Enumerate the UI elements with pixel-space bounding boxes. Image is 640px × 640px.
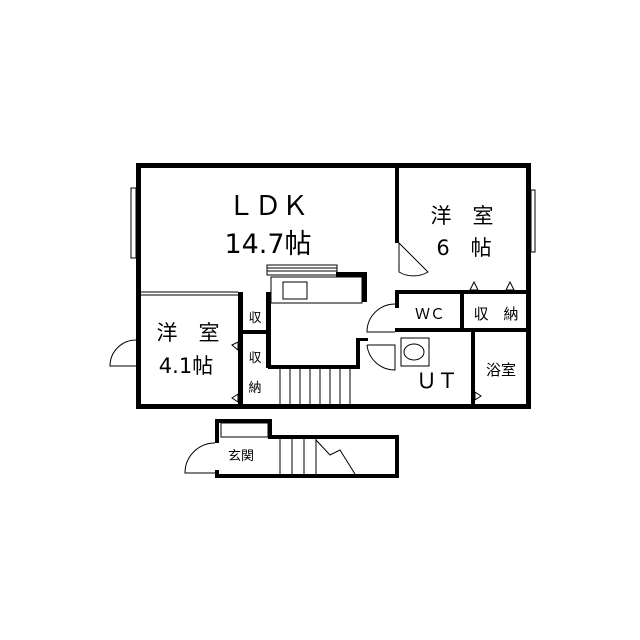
entrance-label: 玄関	[228, 449, 254, 464]
ut-label: ＵＴ	[416, 369, 458, 393]
wc-label: ＷＣ	[415, 305, 445, 323]
storage-small-label: 収	[248, 311, 261, 326]
door-4jo[interactable]	[109, 339, 137, 367]
walls	[136, 163, 531, 478]
ldk-size: 14.7帖	[224, 229, 311, 260]
storage-left-top-label: 収	[248, 351, 261, 366]
stairs	[220, 369, 356, 475]
door-entrance[interactable]	[184, 442, 216, 474]
western-6-label: 洋 室	[431, 204, 494, 228]
western-6-size: 6 帖	[436, 236, 491, 260]
bath-label: 浴室	[486, 361, 516, 379]
western-4-label: 洋 室	[157, 321, 220, 345]
door-6jo[interactable]	[398, 241, 429, 277]
storage-left-bottom-label: 納	[248, 381, 261, 396]
door-ut[interactable]	[366, 344, 396, 371]
western-4-size: 4.1帖	[159, 354, 213, 378]
ldk-label: ＬＤＫ	[228, 191, 309, 222]
fixtures	[109, 187, 536, 475]
storage-right-label: 収 納	[473, 305, 518, 323]
door-wc[interactable]	[366, 303, 396, 333]
